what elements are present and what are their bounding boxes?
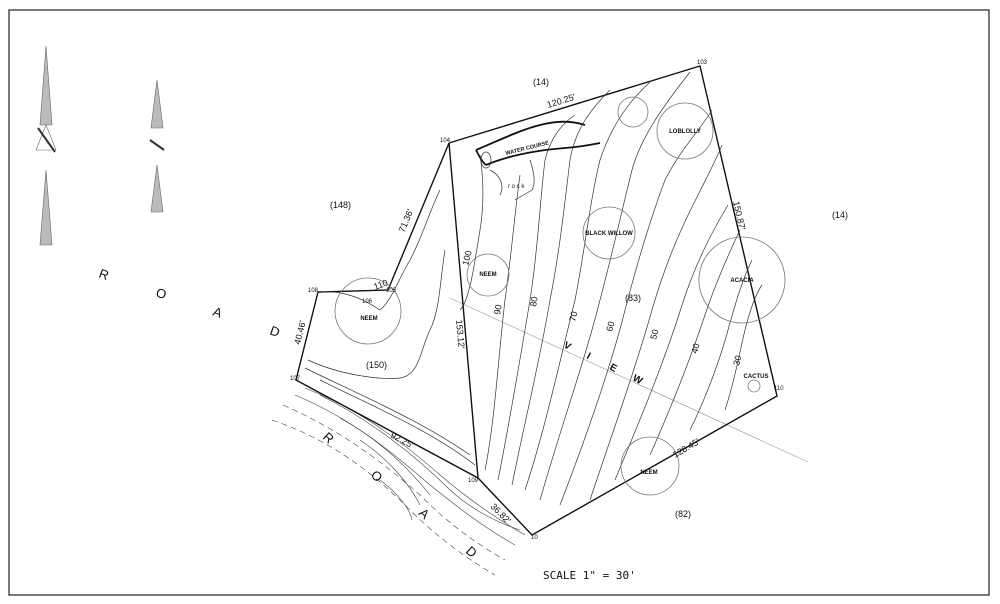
svg-text:50: 50 (648, 328, 660, 340)
tree-label-cactus: CACTUS (744, 374, 769, 380)
tree-canopies (334, 96, 786, 496)
tree-label-black-willow: BLACK WILLOW (585, 231, 633, 237)
road-contours (271, 387, 526, 576)
parcel-number: (83) (625, 293, 641, 303)
tree-label-acacia: ACACIA (730, 278, 754, 284)
point-label: 110 (774, 386, 784, 392)
road-label-upper: R O A D (97, 266, 282, 340)
point-label: 108 (308, 288, 319, 294)
tree-loblolly (656, 102, 714, 160)
svg-text:R: R (320, 429, 337, 446)
point-label: 10 (531, 535, 538, 541)
scale-label: SCALE 1" = 30' (543, 569, 636, 582)
boundary-label-153: 153.12' (454, 319, 467, 349)
svg-text:90: 90 (492, 304, 504, 316)
tree-cactus (747, 379, 761, 393)
property-boundary (295, 65, 778, 536)
drawing-frame (8, 9, 990, 596)
svg-text:D: D (463, 543, 480, 560)
parcel-number: (150) (366, 360, 387, 370)
boundary-label-150: 150.87' (731, 200, 747, 231)
svg-text:40: 40 (689, 342, 701, 354)
view-axis-line (449, 297, 809, 463)
parcel-number: (14) (533, 77, 549, 87)
view-label: V I E W (562, 340, 645, 387)
tree-label-loblolly: LOBLOLLY (669, 129, 701, 135)
svg-text:A: A (416, 505, 433, 522)
point-label: 106 (362, 299, 373, 305)
svg-text:D: D (268, 323, 282, 340)
water-course (475, 120, 601, 166)
svg-text:110: 110 (372, 278, 389, 292)
tree-black-willow (582, 206, 636, 260)
rock-outline (480, 151, 535, 201)
svg-text:E: E (608, 362, 619, 375)
tree-acacia (698, 236, 786, 324)
parcel-number: (148) (330, 200, 351, 210)
parcel-number: (14) (832, 210, 848, 220)
tree-small (617, 96, 649, 128)
svg-text:60: 60 (604, 320, 616, 332)
point-label: 107 (290, 376, 301, 382)
point-label: 109 (468, 478, 479, 484)
water-course-label: WATER COURSE (505, 140, 550, 157)
point-label: 104 (440, 138, 451, 144)
boundary-label-128: 128.45' (671, 436, 702, 459)
point-label: 103 (697, 60, 708, 66)
point-label: 105 (386, 288, 397, 294)
svg-text:A: A (211, 304, 225, 321)
svg-text:O: O (154, 285, 169, 303)
boundary-label-120: 120.25' (546, 92, 577, 110)
tree-label-neem: NEEM (479, 272, 496, 278)
north-arrow-icon (149, 79, 165, 213)
svg-text:I: I (585, 351, 593, 362)
contour-lines (304, 71, 763, 506)
contour-labels: 110 100 90 80 70 60 50 40 30 (372, 249, 743, 366)
svg-text:100: 100 (460, 249, 474, 266)
svg-text:30: 30 (731, 354, 743, 366)
tree-label-neem: NEEM (360, 316, 377, 322)
tree-label-neem: NEEM (640, 470, 657, 476)
svg-text:W: W (631, 373, 645, 387)
rock-label: r o c k (508, 184, 525, 190)
tree-neem-2 (334, 277, 402, 345)
svg-text:R: R (97, 266, 111, 283)
parcel-number: (82) (675, 509, 691, 519)
north-arrow-icon (35, 45, 57, 246)
tree-neem-3 (620, 436, 680, 496)
tree-neem-1 (466, 253, 510, 297)
svg-text:70: 70 (567, 310, 579, 322)
svg-text:V: V (562, 340, 573, 353)
boundary-label-36: 36.82' (489, 501, 513, 525)
svg-text:80: 80 (528, 296, 540, 308)
